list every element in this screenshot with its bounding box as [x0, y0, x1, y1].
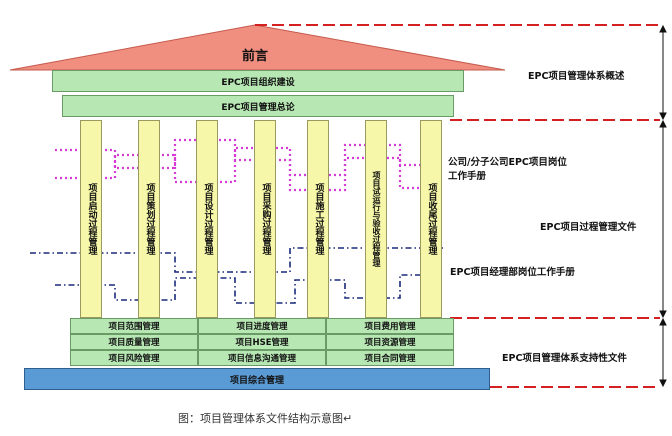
- cell-resource: 项目资源管理: [326, 334, 454, 350]
- arrows: [659, 24, 667, 388]
- cell-communication: 项目信息沟通管理: [198, 350, 326, 366]
- cell-contract: 项目合同管理: [326, 350, 454, 366]
- cell-hse: 项目HSE管理: [198, 334, 326, 350]
- beam-general: EPC项目管理总论: [62, 95, 454, 117]
- pillar-procure: 项目采购过程管理: [254, 120, 276, 318]
- pillar-design: 项目设计过程管理: [196, 120, 218, 318]
- cell-cost: 项目费用管理: [326, 318, 454, 334]
- support-grid: 项目范围管理 项目进度管理 项目费用管理 项目质量管理 项目HSE管理 项目资源…: [70, 318, 454, 366]
- pillar-trial: 项目试运行与验收过程管理: [365, 120, 387, 318]
- cell-scope: 项目范围管理: [70, 318, 198, 334]
- label-support-docs: EPC项目管理体系支持性文件: [502, 353, 627, 364]
- base-integrated: 项目综合管理: [24, 368, 490, 390]
- cell-risk: 项目风险管理: [70, 350, 198, 366]
- cell-quality: 项目质量管理: [70, 334, 198, 350]
- cell-schedule: 项目进度管理: [198, 318, 326, 334]
- figure-caption: 图：项目管理体系文件结构示意图↵: [178, 412, 353, 425]
- label-dept-manual: EPC项目经理部岗位工作手册: [450, 267, 575, 278]
- red-dash-lines: [255, 24, 660, 388]
- company-manual-line-1: [55, 138, 440, 177]
- label-company-manual-1: 公司/分子公司EPC项目岗位: [448, 157, 567, 168]
- label-process-docs: EPC项目过程管理文件: [540, 222, 637, 233]
- pillar-construct: 项目施工过程管理: [307, 120, 329, 318]
- pillar-plan: 项目策划过程管理: [138, 120, 160, 318]
- beam-org: EPC项目组织建设: [52, 70, 464, 92]
- pillar-start: 项目启动过程管理: [80, 120, 102, 318]
- label-overview: EPC项目管理体系概述: [528, 71, 625, 82]
- pillar-closeout: 项目收尾过程管理: [420, 120, 442, 318]
- roof-title: 前言: [241, 48, 268, 64]
- label-company-manual-2: 工作手册: [448, 171, 487, 182]
